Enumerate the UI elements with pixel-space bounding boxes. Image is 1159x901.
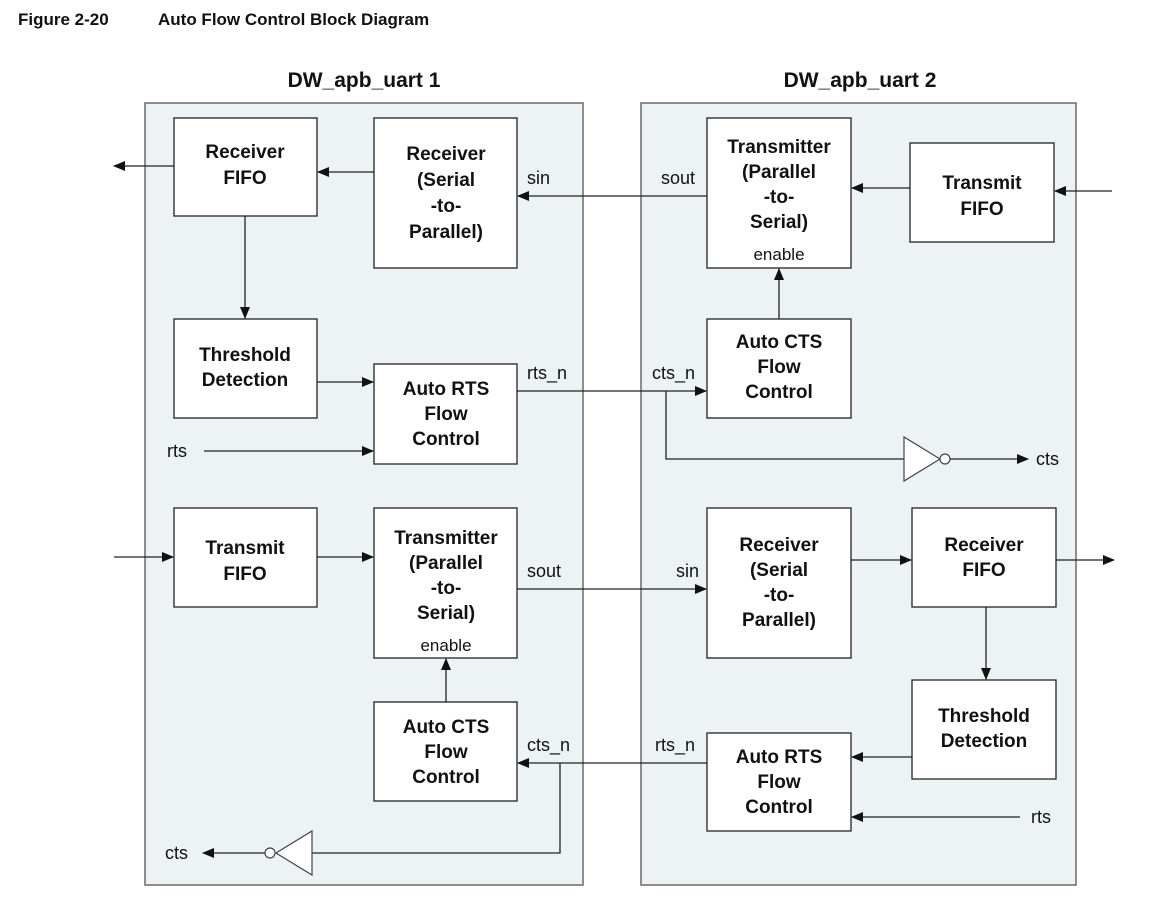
uart1-auto-rts-line3: Control	[412, 429, 480, 450]
uart2-receiver-line2: (Serial	[750, 560, 808, 581]
uart2-transmitter-enable: enable	[753, 245, 804, 264]
uart2-threshold-line2: Detection	[941, 731, 1028, 752]
uart2-rts-label: rts	[1031, 807, 1051, 827]
uart2-auto-cts-block: Auto CTS Flow Control	[706, 318, 852, 419]
uart1-threshold-line2: Detection	[202, 370, 289, 391]
uart1-cts-label: cts	[165, 843, 188, 863]
uart2-receiver-fifo-line2: FIFO	[962, 560, 1005, 581]
uart1-cts-inverter	[274, 829, 313, 877]
uart1-cts-inverter-bubble	[264, 847, 276, 859]
uart1-title: DW_apb_uart 1	[288, 69, 441, 92]
uart2-cts-inverter	[903, 435, 942, 483]
uart2-auto-rts-block: Auto RTS Flow Control	[706, 732, 852, 832]
uart1-auto-cts-line1: Auto CTS	[403, 717, 490, 738]
uart2-auto-rts-line1: Auto RTS	[736, 747, 823, 768]
uart1-transmitter-block: Transmitter (Parallel -to- Serial) enabl…	[373, 507, 518, 659]
uart1-sout-label: sout	[527, 561, 561, 581]
uart1-sin-label: sin	[527, 168, 550, 188]
uart1-transmit-fifo-line2: FIFO	[223, 564, 266, 585]
uart2-threshold-line1: Threshold	[938, 706, 1030, 727]
uart2-rts-n-label: rts_n	[655, 735, 695, 756]
uart1-receiver-line4: Parallel)	[409, 222, 483, 243]
uart2-receiver-line4: Parallel)	[742, 610, 816, 631]
uart1-receiver-line2: (Serial	[417, 170, 475, 191]
uart1-transmitter-enable: enable	[420, 636, 471, 655]
uart2-cts-n-label: cts_n	[652, 363, 695, 384]
uart2-transmitter-line2: (Parallel	[742, 162, 816, 183]
uart2-sin-label: sin	[676, 561, 699, 581]
uart2-threshold-block: Threshold Detection	[911, 679, 1057, 780]
uart2-receiver-fifo-block: Receiver FIFO	[911, 507, 1057, 608]
uart2-transmitter-line1: Transmitter	[727, 137, 831, 158]
uart2-cts-branch-wire	[665, 391, 904, 460]
uart2-title: DW_apb_uart 2	[784, 69, 937, 92]
uart2-sout-label: sout	[661, 168, 695, 188]
uart2-receiver-block: Receiver (Serial -to- Parallel)	[706, 507, 852, 659]
figure-number: Figure 2-20	[18, 10, 109, 29]
uart1-transmitter-line3: -to-	[431, 578, 462, 599]
uart2-transmitter-line4: Serial)	[750, 212, 808, 233]
uart1-auto-cts-line2: Flow	[424, 742, 467, 763]
uart2-receiver-line3: -to-	[764, 585, 795, 606]
uart1-receiver-line1: Receiver	[406, 144, 486, 165]
uart2-cts-label: cts	[1036, 449, 1059, 469]
uart2-auto-rts-line3: Control	[745, 797, 813, 818]
uart1-cts-branch-wire	[312, 763, 561, 854]
uart1-auto-cts-block: Auto CTS Flow Control	[373, 701, 518, 802]
uart1-transmitter-line1: Transmitter	[394, 528, 498, 549]
uart1-transmit-fifo-line1: Transmit	[205, 538, 285, 559]
uart2-auto-cts-line1: Auto CTS	[736, 332, 823, 353]
uart1-auto-cts-line3: Control	[412, 767, 480, 788]
uart2-receiver-line1: Receiver	[739, 535, 819, 556]
uart2-auto-cts-line2: Flow	[757, 357, 800, 378]
uart1-receiver-fifo-line2: FIFO	[223, 168, 266, 189]
uart1-cts-n-label: cts_n	[527, 735, 570, 756]
uart1-auto-rts-line1: Auto RTS	[403, 379, 490, 400]
uart1-rts-n-label: rts_n	[527, 363, 567, 384]
uart1-receiver-fifo-block: Receiver FIFO	[173, 117, 318, 217]
figure-title: Auto Flow Control Block Diagram	[158, 10, 429, 29]
uart1-threshold-line1: Threshold	[199, 345, 291, 366]
uart2-auto-cts-line3: Control	[745, 382, 813, 403]
uart2-transmitter-block: Transmitter (Parallel -to- Serial) enabl…	[706, 117, 852, 269]
uart1-receiver-block: Receiver (Serial -to- Parallel)	[373, 117, 518, 269]
uart2-transmitter-line3: -to-	[764, 187, 795, 208]
uart2-transmit-fifo-line2: FIFO	[960, 199, 1003, 220]
uart1-transmitter-line4: Serial)	[417, 603, 475, 624]
uart2-cts-inverter-bubble	[939, 453, 951, 465]
uart1-transmitter-line2: (Parallel	[409, 553, 483, 574]
uart1-auto-rts-block: Auto RTS Flow Control	[373, 363, 518, 465]
uart1-receiver-line3: -to-	[431, 196, 462, 217]
uart1-threshold-block: Threshold Detection	[173, 318, 318, 419]
uart1-auto-rts-line2: Flow	[424, 404, 467, 425]
uart2-receiver-fifo-line1: Receiver	[944, 535, 1024, 556]
uart2-transmit-fifo-line1: Transmit	[942, 173, 1022, 194]
uart2-auto-rts-line2: Flow	[757, 772, 800, 793]
uart1-transmit-fifo-block: Transmit FIFO	[173, 507, 318, 608]
uart1-rts-label: rts	[167, 441, 187, 461]
uart1-receiver-fifo-line1: Receiver	[205, 142, 285, 163]
uart2-transmit-fifo-block: Transmit FIFO	[909, 142, 1055, 243]
